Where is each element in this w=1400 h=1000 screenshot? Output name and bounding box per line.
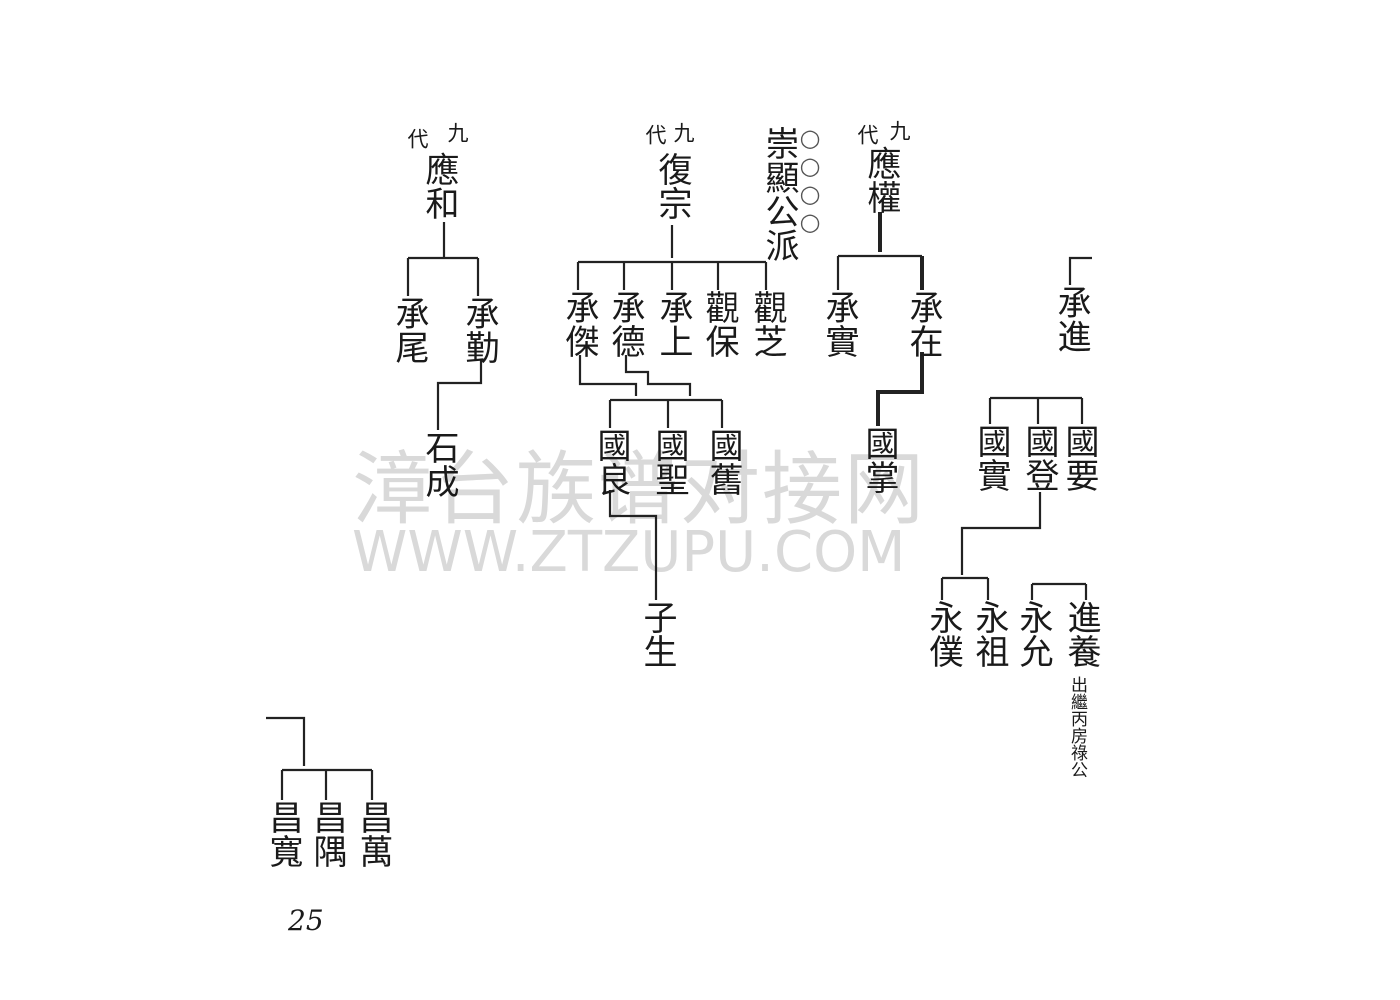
generation-number: 九 — [445, 122, 469, 143]
name-ying-he: 應和 — [419, 152, 459, 220]
watermark-url: WWW.ZTZUPU.COM — [352, 520, 906, 585]
name-cheng-shi: 承實 — [819, 290, 859, 358]
name-guan-zhi: 觀芝 — [747, 290, 787, 358]
name-guo-jiu: 國舊 — [703, 428, 743, 496]
generation-number: 九 — [671, 122, 695, 143]
name-cheng-shang: 承上 — [653, 290, 693, 358]
name-chang-kuan: 昌寬 — [263, 800, 303, 868]
adoption-note: 出繼丙房祿公 — [1067, 676, 1087, 778]
name-cheng-de: 承德 — [605, 290, 645, 358]
watermark-chinese: 漳台族谱对接网 — [352, 443, 926, 536]
page-number: 25 — [288, 904, 324, 937]
line-jie-stem — [578, 355, 638, 396]
name-guo-yao: 國要 — [1059, 424, 1099, 492]
name-cheng-zai: 承在 — [903, 290, 943, 358]
name-cheng-qin: 承勤 — [459, 296, 499, 364]
name-guo-sheng: 國聖 — [649, 428, 689, 496]
name-guo-liang: 國良 — [591, 428, 631, 496]
name-cheng-jin: 承進 — [1051, 285, 1091, 353]
name-ying-quan: 應權 — [861, 146, 901, 214]
generation-number: 九 — [887, 120, 911, 141]
name-chang-ou: 昌隅 — [307, 800, 347, 868]
name-zi-sheng: 子生 — [637, 600, 677, 668]
line-qin-to-shi — [436, 360, 483, 430]
name-chang-wan: 昌萬 — [353, 800, 393, 868]
name-guan-bao: 觀保 — [699, 290, 739, 358]
name-cheng-jie: 承傑 — [559, 290, 599, 358]
name-cheng-wei: 承尾 — [389, 296, 429, 364]
name-shi-cheng: 石成 — [419, 430, 459, 498]
generation-label: 代 — [855, 124, 879, 145]
name-yong-pu: 永僕 — [923, 600, 963, 668]
name-yong-zu: 永祖 — [969, 600, 1009, 668]
name-guo-shi: 國實 — [971, 424, 1011, 492]
name-fu-zong: 復宗 — [652, 152, 692, 220]
generation-label: 代 — [405, 128, 429, 149]
branch-title: 崇顯公派 — [759, 126, 799, 262]
line-chang-top — [266, 716, 306, 766]
name-guo-zhang: 國掌 — [859, 426, 899, 494]
circle-marks-icon: ○○○○ — [796, 124, 824, 236]
name-jin-yang: 進養 — [1061, 600, 1101, 668]
name-guo-deng: 國登 — [1019, 424, 1059, 492]
generation-label: 代 — [643, 124, 667, 145]
line-cheng-jin-top — [1068, 256, 1092, 285]
name-yong-yun: 永允 — [1013, 600, 1053, 668]
line-liang-to-zi — [608, 490, 658, 600]
line-deng-stem — [960, 492, 1042, 575]
line-zai-to-zhang — [876, 352, 924, 426]
line-de-stem — [624, 355, 692, 396]
